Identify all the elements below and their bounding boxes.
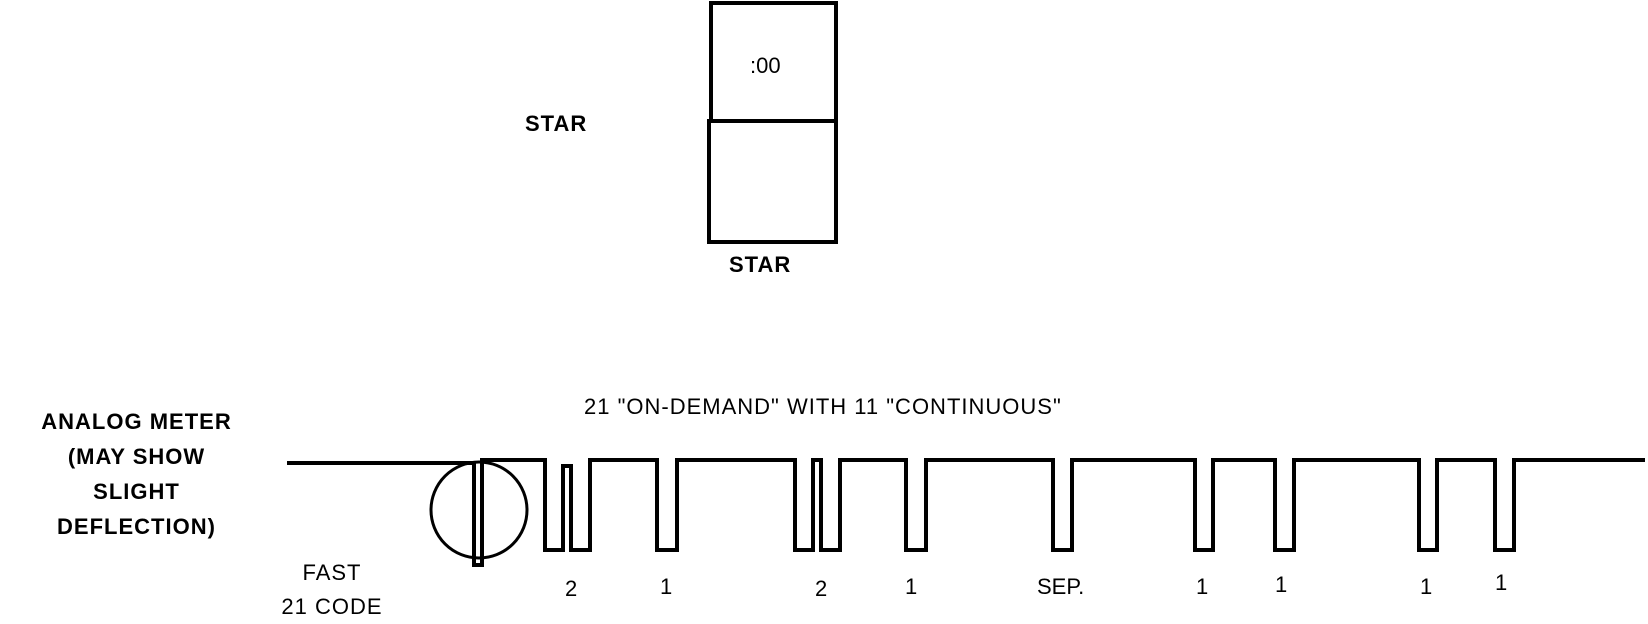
waveform-caption: 21 "ON-DEMAND" WITH 11 "CONTINUOUS" (584, 394, 1062, 419)
pulse-label: 1 (1420, 574, 1433, 599)
fast-code-label: FAST 21 CODE (262, 556, 402, 624)
fast-code-line-2: 21 CODE (281, 594, 383, 619)
display-lower-segment (707, 119, 838, 244)
meter-label-line-2: (MAY SHOW (67, 444, 206, 469)
deflection-highlight-circle (429, 460, 529, 560)
display-readout: :00 (750, 53, 781, 78)
pulse-label: SEP. (1037, 574, 1085, 599)
pulse-label: 1 (905, 574, 918, 599)
pulse-label: 1 (1196, 574, 1209, 599)
display-left-label: STAR (525, 111, 588, 136)
meter-label-line-1: ANALOG METER (41, 409, 232, 434)
pulse-label: 1 (1495, 570, 1508, 595)
meter-label-line-4: DEFLECTION) (57, 514, 216, 539)
display-bottom-label: STAR (729, 252, 792, 277)
pulse-label: 1 (1275, 572, 1288, 597)
meter-label: ANALOG METER (MAY SHOW SLIGHT DEFLECTION… (14, 404, 259, 544)
pulse-label: 1 (660, 574, 673, 599)
fast-code-line-1: FAST (302, 560, 362, 585)
meter-label-line-3: SLIGHT (93, 479, 180, 504)
meter-waveform (287, 458, 1645, 567)
pulse-label: 2 (815, 576, 828, 601)
pulse-label: 2 (565, 576, 578, 601)
